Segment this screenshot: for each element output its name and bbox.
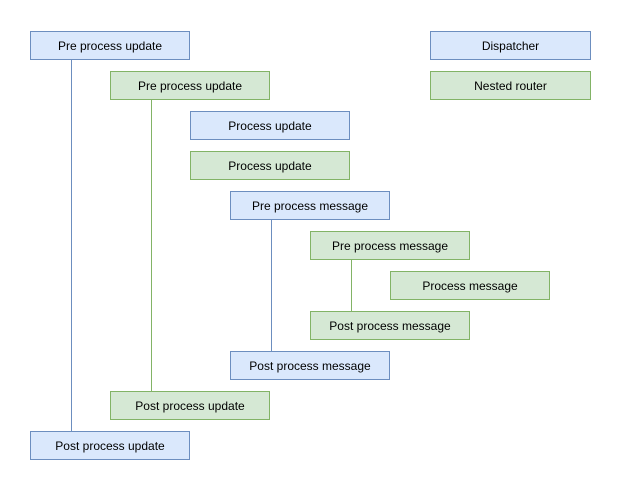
- diagram-node[interactable]: Nested router: [430, 71, 591, 100]
- diagram-node[interactable]: Pre process message: [310, 231, 470, 260]
- diagram-node-label: Post process update: [55, 438, 165, 453]
- diagram-node-label: Post process update: [135, 398, 245, 413]
- diagram-node-label: Pre process message: [251, 198, 369, 213]
- diagram-node[interactable]: Process message: [390, 271, 550, 300]
- diagram-node-label: Pre process update: [57, 38, 163, 53]
- diagram-node-label: Pre process update: [137, 78, 243, 93]
- diagram-node-label: Pre process message: [331, 238, 449, 253]
- diagram-node-label: Nested router: [474, 78, 547, 93]
- diagram-node[interactable]: Dispatcher: [430, 31, 591, 60]
- diagram-node[interactable]: Pre process message: [230, 191, 390, 220]
- diagram-node[interactable]: Process update: [190, 151, 350, 180]
- diagram-node[interactable]: Post process message: [310, 311, 470, 340]
- diagram-node[interactable]: Post process update: [30, 431, 190, 460]
- diagram-node-label: Post process message: [329, 318, 451, 333]
- diagram-node[interactable]: Pre process update: [110, 71, 270, 100]
- diagram-node[interactable]: Post process update: [110, 391, 270, 420]
- connector-line[interactable]: [271, 220, 272, 351]
- diagram-node-label: Post process message: [249, 358, 371, 373]
- diagram-node[interactable]: Post process message: [230, 351, 390, 380]
- diagram-node-label: Dispatcher: [481, 38, 540, 53]
- connector-line[interactable]: [351, 260, 352, 311]
- diagram-node[interactable]: Process update: [190, 111, 350, 140]
- diagram-node-label: Process update: [228, 158, 312, 173]
- connector-line[interactable]: [71, 60, 72, 431]
- connector-line[interactable]: [151, 100, 152, 391]
- diagram-node-label: Process update: [228, 118, 312, 133]
- diagram-node[interactable]: Pre process update: [30, 31, 190, 60]
- diagram-node-label: Process message: [422, 278, 518, 293]
